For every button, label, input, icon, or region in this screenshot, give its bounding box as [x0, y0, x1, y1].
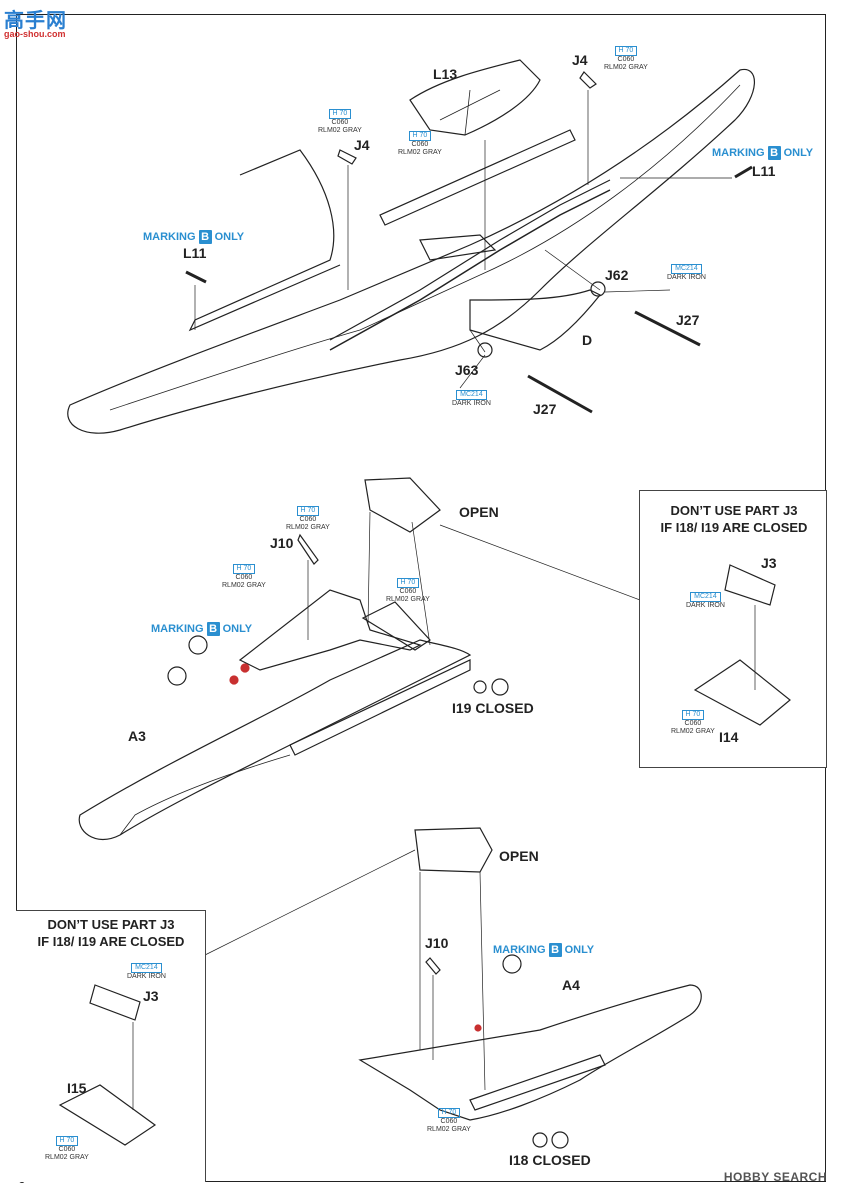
paint-callout-h70: H 70 C060 RLM02 GRAY — [398, 131, 442, 157]
marking-prefix: MARKING — [712, 146, 765, 159]
paint-callout-h70: H 70 C060 RLM02 GRAY — [671, 710, 715, 736]
paint-sub-code: C060 — [684, 720, 702, 727]
marking-suffix: ONLY — [222, 622, 253, 635]
paint-color-name: DARK IRON — [667, 274, 706, 281]
marking-suffix: ONLY — [214, 230, 245, 243]
right-wing-drawing — [204, 827, 702, 1149]
inset-note: DON’T USE PART J3 IF I18/ I19 ARE CLOSED — [645, 502, 823, 536]
paint-callout-h70: H 70 C060 RLM02 GRAY — [286, 506, 330, 532]
part-label-l13: L13 — [433, 66, 458, 82]
part-label-j63: J63 — [455, 362, 479, 378]
paint-color-name: RLM02 GRAY — [222, 582, 266, 589]
part-label-j3: J3 — [761, 555, 777, 571]
part-label-l11-left: L11 — [183, 245, 207, 261]
paint-color-name: RLM02 GRAY — [286, 524, 330, 531]
marking-prefix: MARKING — [493, 943, 546, 956]
paint-sub-code: C060 — [331, 119, 349, 126]
part-label-d: D — [582, 332, 593, 348]
paint-color-name: DARK IRON — [452, 400, 491, 407]
paint-color-name: RLM02 GRAY — [398, 149, 442, 156]
part-label-j10: J10 — [270, 535, 294, 551]
part-label-j27-right: J27 — [676, 312, 700, 328]
part-label-a4: A4 — [562, 977, 580, 993]
part-label-i15: I15 — [67, 1080, 87, 1096]
paint-sub-code: C060 — [399, 588, 417, 595]
paint-sub-code: C060 — [299, 516, 317, 523]
paint-callout-h70: H 70 C060 RLM02 GRAY — [222, 564, 266, 590]
part-label-i14: I14 — [719, 729, 739, 745]
paint-color-name: RLM02 GRAY — [604, 64, 648, 71]
paint-sub-code: C060 — [235, 574, 253, 581]
lower-wing-drawing — [67, 59, 755, 434]
paint-callout-mc214: MC214 DARK IRON — [686, 592, 725, 610]
inset-note-line1: DON’T USE PART J3 — [670, 503, 798, 518]
open-label: OPEN — [459, 504, 499, 520]
paint-code-box: H 70 — [55, 1136, 79, 1146]
site-logo: 高手网 gao-shou.com — [4, 4, 67, 39]
footer-watermark: HOBBY SEARCH — [723, 1170, 827, 1184]
paint-sub-code: C060 — [617, 56, 635, 63]
paint-color-name: RLM02 GRAY — [671, 728, 715, 735]
inset-note: DON’T USE PART J3 IF I18/ I19 ARE CLOSED — [20, 916, 202, 950]
paint-color-name: RLM02 GRAY — [386, 596, 430, 603]
paint-callout-h70: H 70 C060 RLM02 GRAY — [45, 1136, 89, 1162]
site-logo-title: 高手网 — [4, 10, 67, 32]
part-label-l11-right: L11 — [752, 163, 776, 179]
closed-label-i18: I18 CLOSED — [509, 1152, 591, 1168]
paint-color-name: RLM02 GRAY — [427, 1126, 471, 1133]
open-label: OPEN — [499, 848, 539, 864]
part-label-j27-bottom: J27 — [533, 401, 557, 417]
paint-color-name: RLM02 GRAY — [45, 1154, 89, 1161]
paint-code-box: MC214 — [131, 963, 162, 973]
part-label-j62: J62 — [605, 267, 629, 283]
paint-callout-mc214: MC214 DARK IRON — [127, 963, 166, 981]
paint-color-name: DARK IRON — [686, 602, 725, 609]
paint-color-name: DARK IRON — [127, 973, 166, 980]
left-wing-drawing — [78, 477, 641, 841]
inset-panel-j3-note — [639, 490, 827, 768]
marking-prefix: MARKING — [151, 622, 204, 635]
paint-sub-code: C060 — [440, 1118, 458, 1125]
site-logo-url: gao-shou.com — [4, 29, 66, 39]
inset-note-line2: IF I18/ I19 ARE CLOSED — [37, 934, 185, 949]
paint-sub-code: C060 — [58, 1146, 76, 1153]
part-label-j10: J10 — [425, 935, 449, 951]
part-label-j4-left: J4 — [354, 137, 370, 153]
marking-suffix: ONLY — [783, 146, 814, 159]
marking-letter-badge: B — [767, 146, 781, 160]
paint-callout-h70: H 70 C060 RLM02 GRAY — [604, 46, 648, 72]
paint-callout-h70: H 70 C060 RLM02 GRAY — [427, 1108, 471, 1134]
paint-callout-mc214: MC214 DARK IRON — [667, 264, 706, 282]
part-label-j4-right: J4 — [572, 52, 588, 68]
marking-suffix: ONLY — [564, 943, 595, 956]
inset-note-line2: IF I18/ I19 ARE CLOSED — [660, 520, 808, 535]
paint-callout-mc214: MC214 DARK IRON — [452, 390, 491, 408]
paint-callout-h70: H 70 C060 RLM02 GRAY — [318, 109, 362, 135]
paint-sub-code: C060 — [411, 141, 429, 148]
inset-note-line1: DON’T USE PART J3 — [47, 917, 175, 932]
part-label-a3: A3 — [128, 728, 146, 744]
closed-label-i19: I19 CLOSED — [452, 700, 534, 716]
marking-prefix: MARKING — [143, 230, 196, 243]
paint-color-name: RLM02 GRAY — [318, 127, 362, 134]
paint-callout-h70: H 70 C060 RLM02 GRAY — [386, 578, 430, 604]
part-label-j3: J3 — [143, 988, 159, 1004]
marking-letter-badge: B — [206, 622, 220, 636]
marking-letter-badge: B — [548, 943, 562, 957]
marking-letter-badge: B — [198, 230, 212, 244]
